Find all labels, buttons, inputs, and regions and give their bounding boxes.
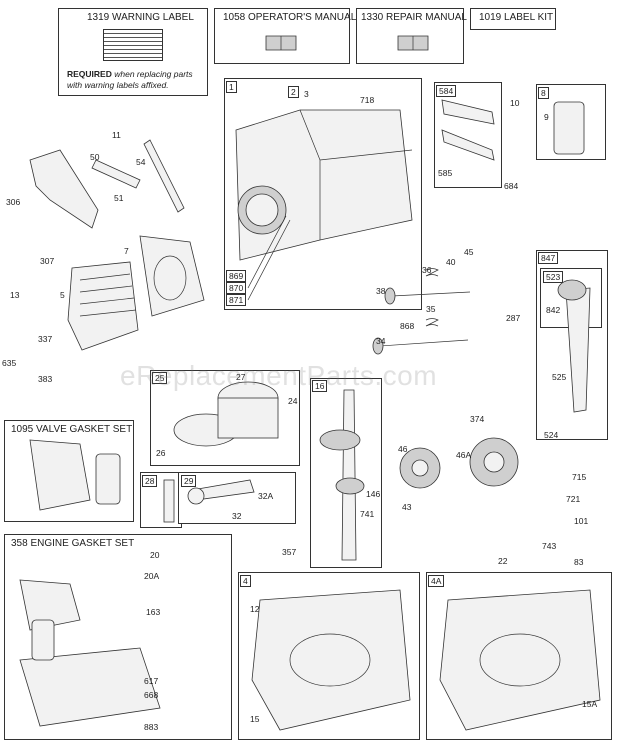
part-label: 287	[506, 313, 521, 323]
part-label: 83	[574, 557, 584, 567]
tag-1: 1	[226, 81, 237, 93]
part-label: 883	[144, 722, 159, 732]
part-label: 868	[400, 321, 415, 331]
tag-584: 584	[436, 85, 457, 97]
part-label: 32	[232, 511, 242, 521]
part-label: 337	[38, 334, 53, 344]
part-label: 101	[574, 516, 589, 526]
part-label: 12	[250, 604, 260, 614]
part-label: 146	[366, 489, 381, 499]
part-label: 721	[566, 494, 581, 504]
part-label: 3	[304, 89, 309, 99]
tag-28: 28	[142, 475, 158, 487]
part-label: 22	[498, 556, 508, 566]
part-label: 46	[398, 444, 408, 454]
part-label: 20	[150, 550, 160, 560]
part-label: 32A	[258, 491, 274, 501]
warning-note: REQUIRED when replacing parts with warni…	[67, 69, 193, 90]
part-label: 24	[288, 396, 298, 406]
group-box-1	[224, 78, 422, 310]
tag-25: 25	[152, 372, 168, 384]
part-label: 27	[236, 372, 246, 382]
engine-gasket-set-box: 358 ENGINE GASKET SET	[4, 534, 232, 740]
tag-16: 16	[312, 380, 328, 392]
part-label: 40	[446, 257, 456, 267]
part-label: 617	[144, 676, 159, 686]
part-label: 26	[156, 448, 166, 458]
part-label: 45	[464, 247, 474, 257]
part-label: 35	[426, 304, 436, 314]
tag-29: 29	[181, 475, 197, 487]
part-label: 383	[38, 374, 53, 384]
repair-manual-title: 1330 REPAIR MANUAL	[361, 12, 467, 23]
part-label: 842	[546, 305, 561, 315]
operators-manual-box: 1058 OPERATOR'S MANUAL	[214, 8, 356, 64]
tag-4A: 4A	[428, 575, 445, 587]
warning-label-image	[103, 29, 163, 61]
part-label: 9	[544, 112, 549, 122]
part-label: 51	[114, 193, 124, 203]
part-label: 11	[112, 130, 121, 140]
part-label: 357	[282, 547, 297, 557]
part-label: 718	[360, 95, 375, 105]
part-label: 743	[542, 541, 557, 551]
warning-label-title: 1319 WARNING LABEL	[87, 12, 194, 23]
part-label: 10	[510, 98, 520, 108]
part-label: 585	[438, 168, 453, 178]
part-label: 5	[60, 290, 65, 300]
warning-label-box: 1319 WARNING LABEL REQUIRED when replaci…	[58, 8, 208, 96]
label-kit-title: 1019 LABEL KIT	[479, 12, 554, 23]
part-label: 54	[136, 157, 146, 167]
tag-2: 2	[288, 86, 299, 98]
part-label: 50	[90, 152, 100, 162]
group-box-4A	[426, 572, 612, 740]
watermark: eReplacementParts.com	[120, 360, 438, 391]
tag-4: 4	[240, 575, 251, 587]
operators-manual-title: 1058 OPERATOR'S MANUAL	[223, 12, 357, 23]
tag-8: 8	[538, 87, 549, 99]
tag-847: 847	[538, 252, 559, 264]
part-label: 34	[376, 336, 386, 346]
part-label: 307	[40, 256, 55, 266]
part-label: 163	[146, 607, 161, 617]
part-label: 684	[504, 181, 519, 191]
tag-523: 523	[543, 271, 564, 283]
part-label: 715	[572, 472, 587, 482]
part-label: 13	[10, 290, 20, 300]
part-label: 46A	[456, 450, 472, 460]
engine-gasket-set-title: 358 ENGINE GASKET SET	[11, 538, 135, 549]
tag-870: 870	[226, 282, 247, 294]
part-label: 15	[250, 714, 260, 724]
tag-869: 869	[226, 270, 247, 282]
tag-871: 871	[226, 294, 247, 306]
part-label: 20A	[144, 571, 160, 581]
valve-gasket-set-title: 1095 VALVE GASKET SET	[11, 424, 133, 435]
part-label: 635	[2, 358, 17, 368]
group-box-4	[238, 572, 420, 740]
part-label: 525	[552, 372, 567, 382]
part-label: 36	[422, 265, 432, 275]
part-label: 43	[402, 502, 412, 512]
group-box-16	[310, 378, 382, 568]
part-label: 524	[544, 430, 559, 440]
label-kit-box: 1019 LABEL KIT	[470, 8, 556, 30]
part-label: 668	[144, 690, 159, 700]
part-label: 7	[124, 246, 129, 256]
valve-gasket-set-box: 1095 VALVE GASKET SET	[4, 420, 134, 522]
repair-manual-box: 1330 REPAIR MANUAL	[356, 8, 467, 64]
part-label: 374	[470, 414, 485, 424]
part-label: 306	[6, 197, 21, 207]
part-label: 741	[360, 509, 375, 519]
part-label: 38	[376, 286, 386, 296]
part-label: 15A	[582, 699, 598, 709]
